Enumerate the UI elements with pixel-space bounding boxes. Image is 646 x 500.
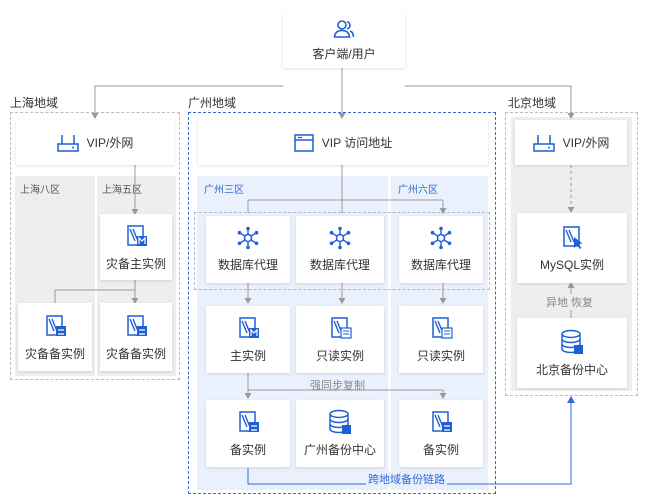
guangzhou-readonly-card-2[interactable]: 只读实例: [399, 306, 483, 373]
router-icon: [532, 133, 555, 153]
shanghai-primary-dr-label: 灾备主实例: [105, 256, 166, 271]
guangzhou-readonly-card-1[interactable]: 只读实例: [296, 306, 384, 373]
guangzhou-proxy-label-2: 数据库代理: [309, 258, 370, 272]
mysql-instance-icon: [428, 409, 454, 435]
guangzhou-backup-label: 广州备份中心: [303, 443, 376, 457]
guangzhou-readonly-label-1: 只读实例: [315, 349, 364, 363]
database-icon: [328, 409, 352, 435]
line-sh-primary-to-standby: [54, 280, 135, 303]
beijing-mysql-label: MySQL实例: [539, 257, 604, 272]
mysql-instance-icon: [559, 224, 585, 250]
guangzhou-proxy-label-3: 数据库代理: [410, 258, 471, 272]
line-sync-to-standby2: [248, 389, 447, 399]
cross-region-backup-label: 跨地域备份链路: [366, 471, 447, 487]
network-hub-icon: [236, 226, 260, 250]
client-card[interactable]: 客户端/用户: [283, 12, 405, 68]
guangzhou-standby-card-2[interactable]: 备实例: [399, 400, 483, 467]
line-gz-vip-to-proxies: [247, 165, 443, 213]
guangzhou-vip-label: VIP 访问地址: [321, 136, 393, 150]
guangzhou-region-title: 广州地域: [188, 96, 237, 110]
database-icon: [560, 329, 584, 355]
mysql-instance-icon: [235, 409, 261, 435]
mysql-instance-icon: [235, 315, 261, 341]
shanghai-vip-label: VIP/外网: [86, 136, 134, 150]
restore-label: 异地 恢复: [544, 294, 596, 310]
mysql-instance-icon: [327, 315, 353, 341]
guangzhou-standby-label-1: 备实例: [229, 443, 266, 457]
mysql-instance-icon: [428, 315, 454, 341]
guangzhou-proxy-label-1: 数据库代理: [217, 258, 278, 272]
mysql-instance-icon: [42, 313, 68, 339]
beijing-vip-card[interactable]: VIP/外网: [515, 120, 627, 165]
guangzhou-primary-card[interactable]: 主实例: [206, 306, 290, 373]
beijing-backup-card[interactable]: 北京备份中心: [517, 318, 627, 388]
beijing-vip-label: VIP/外网: [562, 136, 610, 150]
beijing-mysql-card[interactable]: MySQL实例: [517, 213, 627, 283]
guangzhou-vip-card[interactable]: VIP 访问地址: [198, 120, 488, 165]
guangzhou-proxy-card-3[interactable]: 数据库代理: [399, 216, 483, 283]
shanghai-primary-dr-card[interactable]: 灾备主实例: [100, 214, 172, 280]
shanghai-standby-dr-label-2: 灾备备实例: [105, 346, 166, 361]
sync-replication-label: 强同步复制: [310, 380, 365, 392]
network-hub-icon: [429, 226, 453, 250]
beijing-backup-label: 北京备份中心: [535, 362, 608, 377]
line-client-to-beijing: [405, 85, 575, 119]
guangzhou-zone-3-title: 广州三区: [204, 185, 244, 196]
client-label: 客户端/用户: [312, 46, 376, 61]
guangzhou-proxy-card-2[interactable]: 数据库代理: [296, 216, 384, 283]
line-client-to-shanghai: [91, 85, 283, 119]
shanghai-standby-dr-card-1[interactable]: 灾备备实例: [18, 303, 92, 371]
users-icon: [333, 19, 355, 39]
network-hub-icon: [328, 226, 352, 250]
shanghai-region-title: 上海地域: [10, 96, 59, 110]
guangzhou-primary-label: 主实例: [229, 349, 266, 363]
shanghai-vip-card[interactable]: VIP/外网: [16, 120, 174, 165]
shanghai-standby-dr-label-1: 灾备备实例: [24, 346, 85, 361]
beijing-region-title: 北京地域: [508, 96, 557, 110]
guangzhou-backup-card[interactable]: 广州备份中心: [296, 400, 384, 467]
guangzhou-proxy-card-1[interactable]: 数据库代理: [206, 216, 290, 283]
mysql-instance-icon: [123, 223, 149, 249]
browser-window-icon: [294, 133, 314, 152]
router-icon: [56, 133, 79, 153]
guangzhou-readonly-label-2: 只读实例: [416, 349, 465, 363]
shanghai-standby-dr-card-2[interactable]: 灾备备实例: [100, 303, 172, 371]
guangzhou-standby-label-2: 备实例: [422, 443, 459, 457]
mysql-instance-icon: [123, 313, 149, 339]
shanghai-zone-8-title: 上海八区: [20, 185, 60, 196]
shanghai-zone-5-title: 上海五区: [102, 185, 142, 196]
guangzhou-standby-card-1[interactable]: 备实例: [206, 400, 290, 467]
guangzhou-zone-6-title: 广州六区: [398, 185, 438, 196]
